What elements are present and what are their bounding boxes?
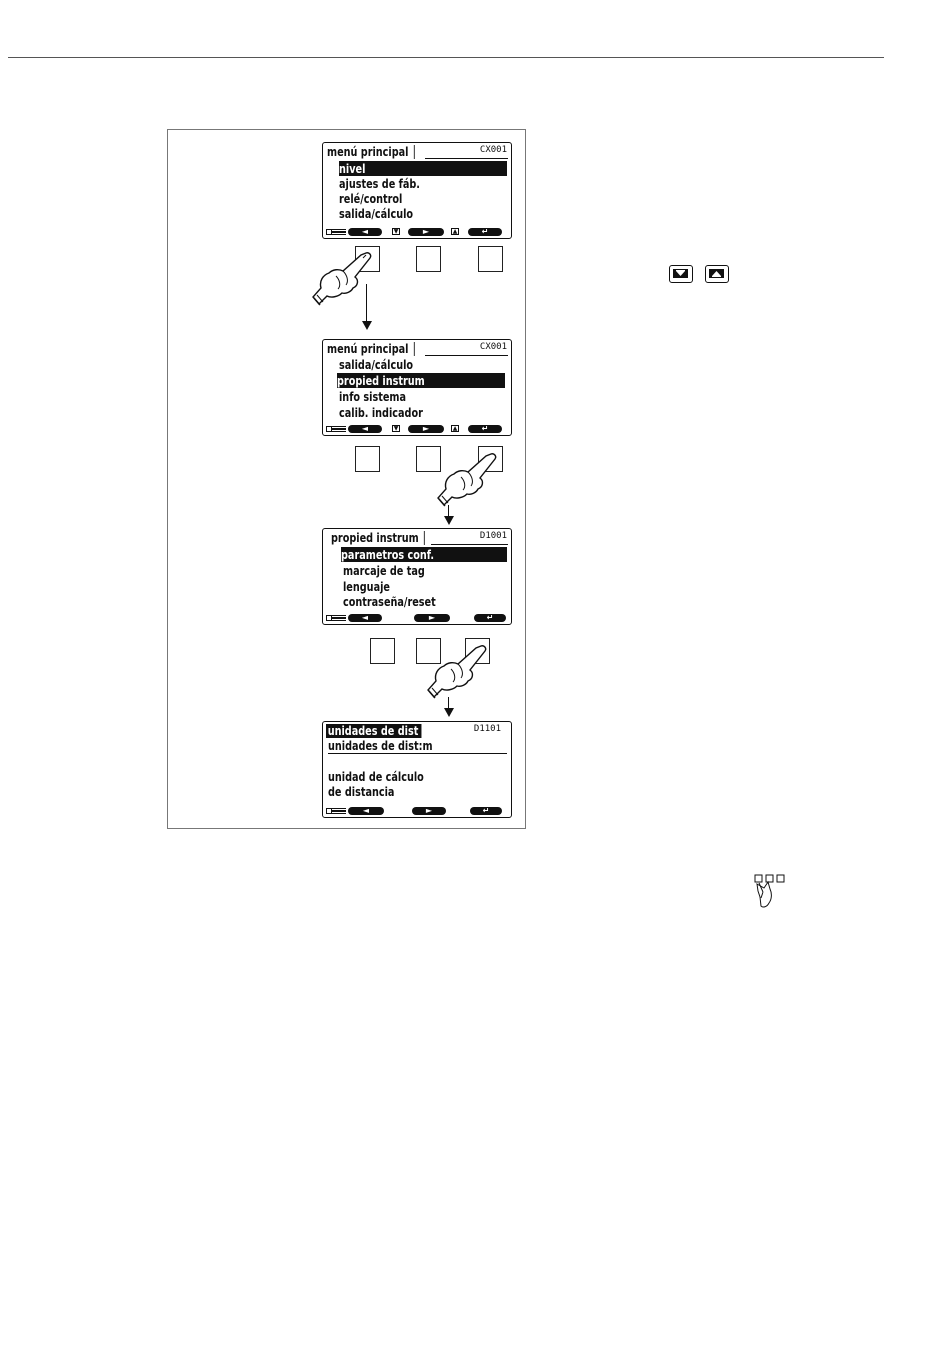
menu-item[interactable]: ajustes de fáb. xyxy=(339,176,420,191)
menu-item[interactable]: lenguaje xyxy=(343,579,390,594)
up-small-icon: ▲ xyxy=(451,425,459,432)
menu-item[interactable]: contraseña/reset xyxy=(343,594,436,609)
key-symbol-icon xyxy=(326,426,346,432)
flow-arrow xyxy=(448,697,450,711)
flow-arrowhead xyxy=(444,708,454,717)
keypad-key-middle[interactable] xyxy=(416,446,441,472)
flow-arrow xyxy=(448,505,450,519)
hand-pointer-icon xyxy=(312,252,372,306)
keypad-key-left[interactable] xyxy=(355,446,380,472)
down-small-icon: ▼ xyxy=(392,228,400,235)
up-arrow-key-icon xyxy=(705,265,729,283)
keypad-key-middle[interactable] xyxy=(416,638,441,664)
menu-item-selected[interactable]: nivel xyxy=(339,161,507,176)
softkey-bar: ◄ ▼ ► ▲ ↵ xyxy=(326,425,508,433)
menu-item[interactable]: relé/control xyxy=(339,191,403,206)
lcd-screen-main-menu-1: menú principal CX001 nivel ajustes de fá… xyxy=(322,142,512,239)
screen-code: D1001 xyxy=(479,531,507,541)
softkey-bar: ◄ ► ↵ xyxy=(326,614,508,622)
keypad-key-middle[interactable] xyxy=(416,246,441,272)
keypad-key-left[interactable] xyxy=(370,638,395,664)
title-underline xyxy=(425,355,508,356)
screen-code: CX001 xyxy=(479,145,507,155)
softkey-enter[interactable]: ↵ xyxy=(468,228,502,236)
flow-arrowhead xyxy=(362,321,372,330)
key-symbol-icon xyxy=(326,229,346,235)
lcd-screen-device-properties: propied instrum D1001 parametros conf. m… xyxy=(322,528,512,625)
title-underline xyxy=(431,544,508,545)
help-text-line-2: de distancia xyxy=(328,784,395,799)
softkey-next[interactable]: ► xyxy=(412,807,446,815)
softkey-enter[interactable]: ↵ xyxy=(470,807,502,815)
lcd-title: propied instrum xyxy=(331,531,425,545)
screen-code: D1101 xyxy=(473,724,501,734)
lcd-title: menú principal xyxy=(327,145,415,159)
hand-pointer-icon xyxy=(437,453,497,507)
softkey-back[interactable]: ◄ xyxy=(348,807,384,815)
menu-item[interactable]: marcaje de tag xyxy=(343,563,425,578)
softkey-enter[interactable]: ↵ xyxy=(474,614,506,622)
softkey-next[interactable]: ► xyxy=(408,425,444,433)
softkey-bar: ◄ ▼ ► ▲ ↵ xyxy=(326,228,508,236)
lcd-screen-main-menu-2: menú principal CX001 salida/cálculo prop… xyxy=(322,339,512,436)
softkey-bar: ◄ ► ↵ xyxy=(326,807,508,815)
menu-item[interactable]: info sistema xyxy=(339,389,407,404)
softkey-enter[interactable]: ↵ xyxy=(468,425,502,433)
menu-item-selected[interactable]: propied instrum xyxy=(337,373,505,388)
key-symbol-icon xyxy=(326,615,346,621)
flow-arrowhead xyxy=(444,516,454,525)
down-arrow-key-icon xyxy=(669,265,693,283)
down-small-icon: ▼ xyxy=(392,425,400,432)
softkey-back[interactable]: ◄ xyxy=(348,425,382,433)
up-small-icon: ▲ xyxy=(451,228,459,235)
lcd-screen-distance-units: unidades de dist D1101 unidades de dist:… xyxy=(322,721,512,818)
menu-item[interactable]: salida/cálculo xyxy=(339,206,414,221)
flow-arrow xyxy=(366,284,368,324)
softkey-back[interactable]: ◄ xyxy=(348,228,382,236)
softkey-back[interactable]: ◄ xyxy=(348,614,382,622)
lcd-title-inverted: unidades de dist xyxy=(326,724,422,738)
title-underline xyxy=(425,158,508,159)
menu-navigation-figure: menú principal CX001 nivel ajustes de fá… xyxy=(167,129,526,829)
softkey-next[interactable]: ► xyxy=(414,614,450,622)
key-symbol-icon xyxy=(326,808,346,814)
softkey-next[interactable]: ► xyxy=(408,228,444,236)
menu-item[interactable]: calib. indicador xyxy=(339,405,423,420)
header-rule xyxy=(8,57,884,58)
hand-pointer-icon xyxy=(427,645,487,699)
help-text-line-1: unidad de cálculo xyxy=(328,769,424,784)
keypad-key-right[interactable] xyxy=(478,246,503,272)
lcd-title: menú principal xyxy=(327,342,415,356)
menu-item[interactable]: salida/cálculo xyxy=(339,357,414,372)
parameter-value[interactable]: unidades de dist:m xyxy=(328,738,507,754)
screen-code: CX001 xyxy=(479,342,507,352)
menu-item-selected[interactable]: parametros conf. xyxy=(341,547,507,562)
hand-pressing-keys-icon xyxy=(754,874,785,908)
